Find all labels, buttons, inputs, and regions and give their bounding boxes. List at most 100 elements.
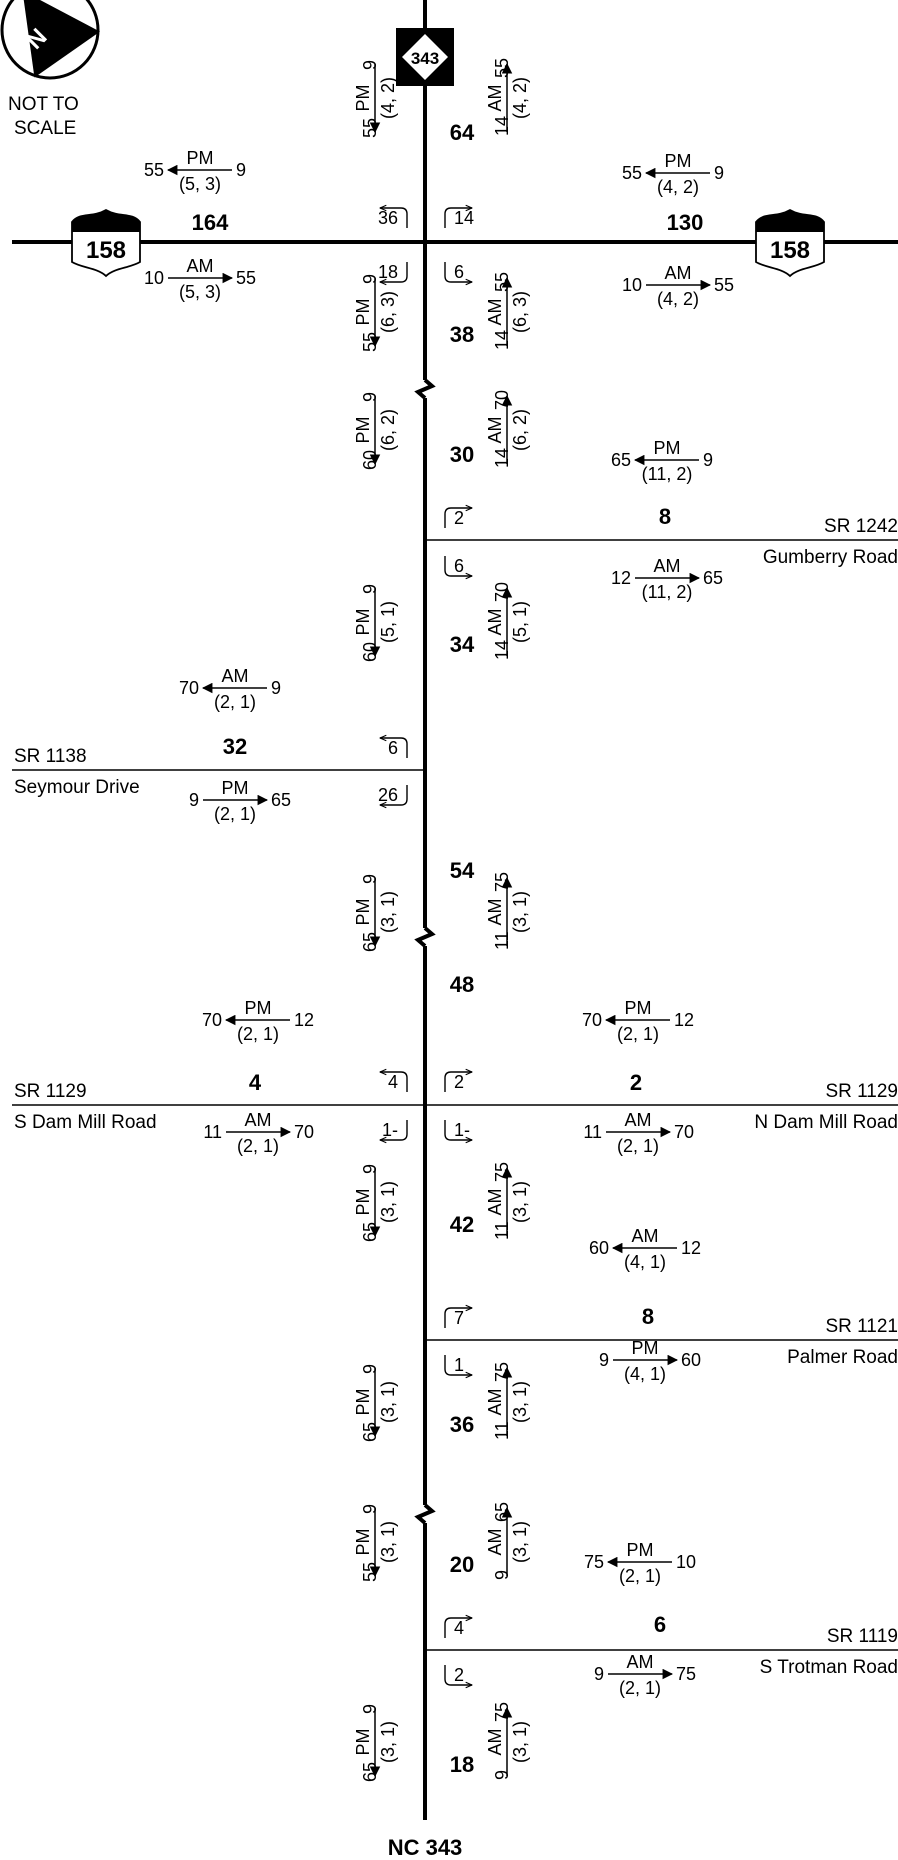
indicator-percent: 65 — [492, 1502, 512, 1522]
indicator-k-value: 9 — [360, 60, 380, 70]
indicator-peak: AM — [245, 1110, 272, 1130]
indicator-peak: AM — [485, 85, 505, 112]
indicator-left-value: 55 — [144, 160, 164, 180]
indicator-right-value: 9 — [271, 678, 281, 698]
turn-movement-seymour-nw: 6 — [380, 738, 408, 758]
indicator-percent: 65 — [360, 1422, 380, 1442]
turn-movement-trotman-ne: 4 — [444, 1618, 472, 1638]
indicator-right-value: 70 — [674, 1122, 694, 1142]
adt-nc343-34: 34 — [450, 632, 475, 657]
indicator-percent: 75 — [492, 872, 512, 892]
indicator-k-value: 9 — [360, 584, 380, 594]
turn-movement-us158-sw: 18 — [378, 262, 408, 282]
indicator-d-value: (3, 1) — [378, 1181, 398, 1223]
indicator-percent: 70 — [492, 582, 512, 602]
indicator-d-value: (6, 3) — [378, 291, 398, 333]
adt-nc343-south: 18 — [450, 1752, 474, 1777]
indicator-right-value: 10 — [676, 1552, 696, 1572]
indicator-left-value: 9 — [594, 1664, 604, 1684]
indicator-d-value: (2, 1) — [617, 1136, 659, 1156]
label-gumberry-name: Gumberry Road — [763, 547, 898, 568]
indicator-d-value: (2, 1) — [619, 1678, 661, 1698]
nc343-break-3 — [414, 1503, 436, 1525]
indicator-percent: 55 — [360, 118, 380, 138]
bottom-route-label: NC 343 — [388, 1835, 463, 1860]
indicator-k-value: 14 — [492, 448, 512, 468]
indicator-peak: PM — [353, 1189, 373, 1216]
indicator-k-value: 14 — [492, 640, 512, 660]
nc343-break-2 — [414, 926, 436, 948]
indicator-peak: AM — [625, 1110, 652, 1130]
indicator-peak: PM — [665, 151, 692, 171]
us158-shield-west-icon: 158 — [71, 208, 141, 278]
indicator-percent: 60 — [360, 642, 380, 662]
turn-movement-palmer-se: 1 — [444, 1355, 472, 1375]
indicator-left-value: 70 — [582, 1010, 602, 1030]
indicator-peak: AM — [222, 666, 249, 686]
indicator-percent: 55 — [360, 332, 380, 352]
adt-us158-west: 164 — [192, 210, 229, 235]
indicator-k-value: 9 — [360, 274, 380, 284]
adt-nc343-38: 38 — [450, 322, 474, 347]
turn-volume: 14 — [454, 208, 474, 228]
indicator-d-value: (2, 1) — [237, 1136, 279, 1156]
scale-note-line1: NOT TO — [8, 94, 79, 115]
indicator-d-value: (3, 1) — [378, 891, 398, 933]
turn-volume: 36 — [378, 208, 398, 228]
label-trotman-name: S Trotman Road — [760, 1657, 898, 1678]
indicator-k-value: 11 — [492, 1421, 512, 1440]
indicator-left-value: 65 — [611, 450, 631, 470]
indicator-d-value: (3, 1) — [510, 1521, 530, 1563]
adt-palmer: 8 — [642, 1304, 654, 1329]
indicator-peak: PM — [353, 609, 373, 636]
north-arrow-icon: N — [0, 0, 100, 80]
indicator-peak: PM — [222, 778, 249, 798]
indicator-left-value: 10 — [144, 268, 164, 288]
scale-note-line2: SCALE — [14, 118, 76, 139]
indicator-peak: AM — [485, 1189, 505, 1216]
indicator-percent: 60 — [360, 450, 380, 470]
vertical-indicator: PM(3, 1)955 — [353, 1504, 398, 1582]
vertical-indicator: PM(5, 1)960 — [353, 584, 398, 662]
indicator-left-value: 9 — [189, 790, 199, 810]
nc343-shield-number: 343 — [411, 49, 439, 68]
indicator-left-value: 9 — [599, 1350, 609, 1370]
indicator-percent: 75 — [492, 1162, 512, 1182]
label-trotman-number: SR 1119 — [827, 1626, 898, 1647]
indicator-right-value: 12 — [294, 1010, 314, 1030]
indicator-k-value: 9 — [360, 1504, 380, 1514]
indicator-k-value: 9 — [360, 1164, 380, 1174]
vertical-indicator: PM(4, 2) 9 55 — [353, 60, 398, 138]
indicator-peak: PM — [187, 148, 214, 168]
indicator-peak: AM — [485, 1529, 505, 1556]
indicator-left-value: 10 — [622, 275, 642, 295]
indicator-peak: PM — [353, 1729, 373, 1756]
indicator-peak: AM — [485, 1389, 505, 1416]
vertical-indicator: PM(6, 2)960 — [353, 392, 398, 470]
indicator-left-value: 70 — [202, 1010, 222, 1030]
turn-movement-us158-ne: 14 — [444, 208, 474, 228]
indicator-k-value: 9 — [360, 392, 380, 402]
turn-movement-dammill-nw: 4 — [380, 1072, 408, 1092]
adt-nc343-36: 36 — [450, 1412, 474, 1437]
adt-nc343-42: 42 — [450, 1212, 474, 1237]
indicator-d-value: (4, 2) — [378, 77, 398, 119]
turn-movement-dammill-se: 1- — [444, 1120, 472, 1140]
turn-volume: 26 — [378, 785, 398, 805]
indicator-peak: PM — [627, 1540, 654, 1560]
turn-volume: 4 — [388, 1072, 398, 1092]
indicator-peak: PM — [353, 85, 373, 112]
indicator-peak: AM — [187, 256, 214, 276]
indicator-percent: 75 — [492, 1362, 512, 1382]
indicator-peak: PM — [632, 1338, 659, 1358]
